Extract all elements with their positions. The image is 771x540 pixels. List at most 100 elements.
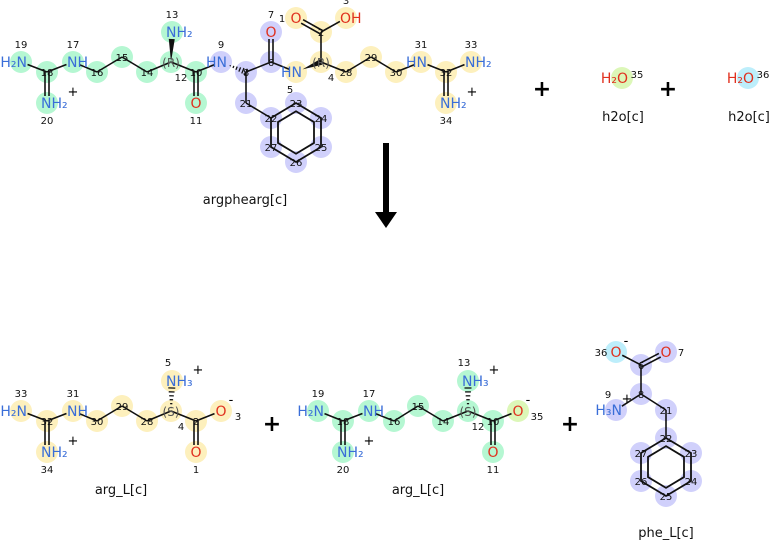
highlights-h2o_a — [611, 67, 633, 89]
single-bond — [427, 63, 447, 73]
atoms-layer: H₂N1918NH₂+20NH17161514(R)12NH₂1310O11HN… — [0, 0, 769, 503]
atom-index: 8 — [638, 390, 644, 401]
atom-index: 30 — [390, 68, 403, 79]
atom-index: 35 — [631, 70, 644, 81]
single-bond — [640, 393, 667, 411]
atom-highlight — [62, 400, 84, 422]
atom-label: O — [487, 445, 498, 461]
atom-index: 10 — [487, 417, 500, 428]
atom-29: 29 — [116, 402, 129, 413]
charge-sign: + — [489, 363, 500, 378]
atom-index: 33 — [15, 389, 28, 400]
atom-label: O — [660, 345, 671, 361]
single-bond — [170, 410, 197, 422]
atom-32: 32 — [440, 68, 453, 79]
single-bond — [370, 56, 397, 73]
molecule-argphearg: H₂N1918NH₂+20NH17161514(R)12NH₂1310O11HN… — [0, 0, 491, 169]
single-bond — [445, 63, 465, 73]
atom-8: 8 — [638, 390, 644, 401]
atom-label: NH — [67, 404, 88, 420]
atom-index: 30 — [91, 417, 104, 428]
atom-label: H₃N — [595, 403, 622, 419]
charge-sign: + — [622, 392, 633, 407]
atom-label: NH₃ — [462, 374, 489, 390]
bonds-argL2 — [324, 387, 512, 445]
plus-sign: + — [263, 412, 281, 437]
double-bond — [639, 352, 660, 364]
atom-label: NH₂ — [440, 96, 467, 112]
single-bond — [79, 63, 98, 73]
atom-9: HN9 — [206, 40, 227, 71]
atom-8: 8 — [243, 68, 249, 79]
charge-sign: + — [467, 85, 478, 100]
hash-bond — [232, 65, 235, 69]
atom-20: NH₂+20 — [337, 434, 375, 476]
atom-36: O-36 — [595, 334, 629, 361]
single-bond — [146, 61, 172, 73]
atom-highlight — [482, 441, 504, 463]
atom-27: 27 — [635, 449, 648, 460]
molecule-argL2: H₂N1918NH₂+20NH17161514(S)12NH₃+1310O11O… — [297, 358, 543, 476]
bonds-argL1 — [27, 387, 215, 445]
single-bond — [121, 405, 148, 422]
atom-label: NH — [363, 404, 384, 420]
atom-2: 2 — [193, 417, 199, 428]
atom-highlight — [605, 341, 627, 363]
atom-3: O-3 — [215, 393, 241, 423]
atom-35: O-35 — [512, 393, 543, 423]
atom-highlight — [737, 67, 759, 89]
atom-15: 15 — [116, 53, 129, 64]
atom-index: 14 — [141, 68, 154, 79]
atom-6: 6 — [638, 361, 644, 372]
atom-index: 11 — [190, 116, 203, 127]
atom-highlight — [161, 21, 183, 43]
atom-index: 20 — [41, 116, 54, 127]
atom-label: NH₂ — [41, 96, 68, 112]
single-bond — [245, 61, 272, 73]
atom-18: 18 — [41, 68, 54, 79]
atom-5: NH₃+5 — [165, 358, 204, 390]
atom-index: 20 — [337, 465, 350, 476]
atom-3: OH3 — [340, 0, 362, 27]
atom-index: 4 — [328, 73, 334, 84]
atom-30: 30 — [390, 68, 403, 79]
atom-index: 25 — [315, 143, 328, 154]
hash-bond — [241, 67, 245, 74]
atom-4: (S)4 — [163, 405, 185, 433]
wedge-bond — [168, 38, 175, 62]
atom-index: 19 — [312, 389, 325, 400]
atom-index: 18 — [337, 417, 350, 428]
atom-index: 2 — [193, 417, 199, 428]
bonds-layer — [27, 18, 692, 498]
atom-label: NH₂ — [337, 445, 364, 461]
atom-20: NH₂+20 — [41, 85, 79, 127]
atom-label: O — [610, 345, 621, 361]
atom-index: 29 — [365, 53, 378, 64]
atom-highlight — [62, 51, 84, 73]
single-bond — [27, 63, 48, 73]
single-bond — [96, 56, 123, 73]
atom-index: 9 — [605, 390, 611, 401]
atom-25: 25 — [660, 492, 673, 503]
atom-label: OH — [340, 11, 362, 27]
atom-index: 12 — [472, 422, 485, 433]
atom-highlight — [358, 400, 380, 422]
molecule-caption-arg-l: arg_L[c] — [95, 483, 147, 498]
atom-1: O1 — [279, 11, 302, 27]
single-bond — [121, 56, 148, 73]
single-bond — [146, 410, 172, 422]
charge-sign: - — [624, 334, 629, 349]
atom-index: 35 — [531, 412, 544, 423]
aromatic-inner-ring — [277, 110, 315, 155]
atom-index: 2 — [318, 28, 324, 39]
atom-index: 7 — [678, 348, 684, 359]
atom-index: 22 — [660, 434, 673, 445]
atom-index: 6 — [638, 361, 644, 372]
atom-label: NH — [67, 55, 88, 71]
